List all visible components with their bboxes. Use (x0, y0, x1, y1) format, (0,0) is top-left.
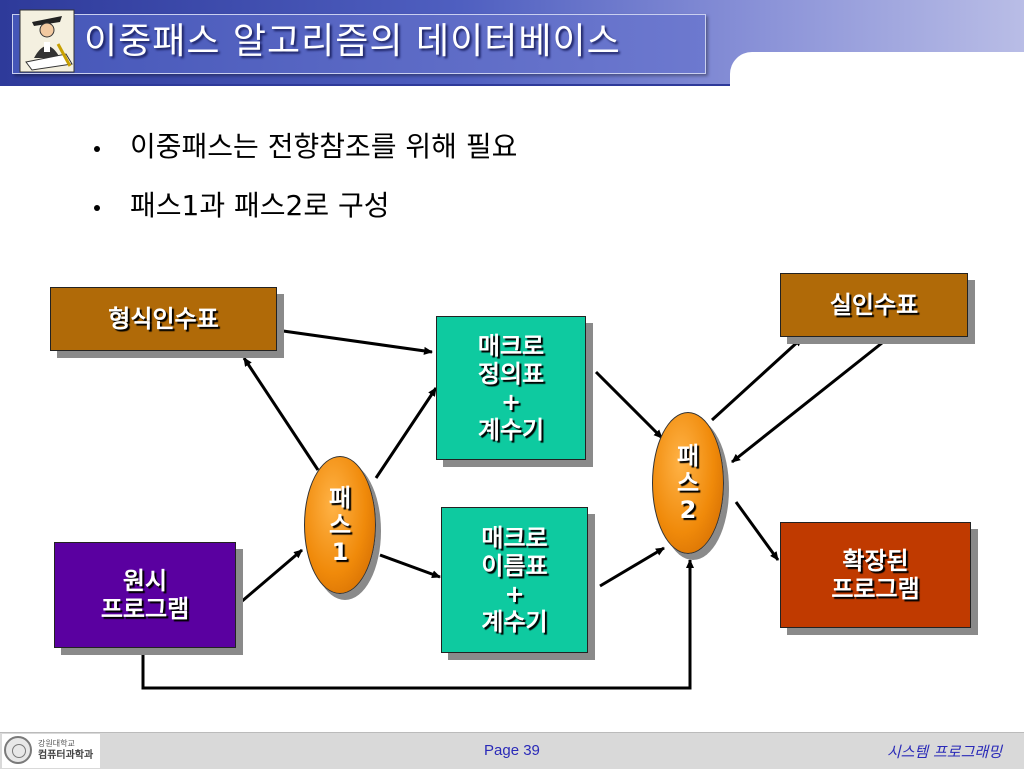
header-divider (0, 84, 730, 86)
arrow-source-to-pass2 (141, 559, 694, 690)
logo-university-name: 강원대학교 (38, 739, 75, 748)
arrow-pass1-to-macroname (379, 553, 441, 579)
bullet-text: 패스1과 패스2로 구성 (130, 189, 390, 222)
page-title: 이중패스 알고리즘의 데이터베이스 (84, 21, 621, 62)
bullet-text: 이중패스는 전향참조를 위해 필요 (130, 130, 518, 163)
arrow-pass1-to-formal (242, 357, 320, 471)
bullet-item: 패스1과 패스2로 구성 (92, 189, 517, 223)
course-title: 시스템 프로그래밍 (886, 743, 1002, 761)
page-number: Page 39 (484, 742, 540, 759)
logo-department-name: 컴퓨터과학과 (38, 750, 94, 761)
title-panel (12, 14, 706, 74)
university-seal-icon (4, 736, 32, 764)
expanded-program-box: 확장된 프로그램 (780, 522, 971, 628)
arrow-pass2-to-actual (710, 336, 804, 422)
arrow-formal-to-macrodef (275, 328, 433, 355)
macro-def-table-box: 매크로 정의표 + 계수기 (436, 316, 586, 460)
bullet-item: 이중패스는 전향참조를 위해 필요 (92, 130, 517, 164)
arrow-source-to-pass1 (233, 548, 303, 610)
arrow-macrodef-to-pass2 (594, 370, 664, 440)
header-tab-cutout (730, 52, 1024, 92)
scholar-at-desk-icon (19, 9, 75, 73)
source-program-box: 원시 프로그램 (54, 542, 236, 648)
arrow-macroname-to-pass2 (599, 546, 665, 588)
macro-name-table-box: 매크로 이름표 + 계수기 (441, 507, 588, 653)
arrow-pass2-to-expanded (734, 501, 780, 561)
bullet-dot-icon (94, 146, 100, 152)
arrow-actual-to-pass2 (731, 341, 883, 464)
actual-param-table-box: 실인수표 (780, 273, 968, 337)
bullet-list: 이중패스는 전향참조를 위해 필요 패스1과 패스2로 구성 (92, 130, 517, 248)
formal-param-table-box: 형식인수표 (50, 287, 277, 351)
pass2-node: 패 스 2 (652, 412, 724, 554)
pass1-node: 패 스 1 (304, 456, 376, 594)
arrow-pass1-to-macrodef (374, 387, 438, 479)
bullet-dot-icon (94, 205, 100, 211)
footer-bar (0, 732, 1024, 769)
